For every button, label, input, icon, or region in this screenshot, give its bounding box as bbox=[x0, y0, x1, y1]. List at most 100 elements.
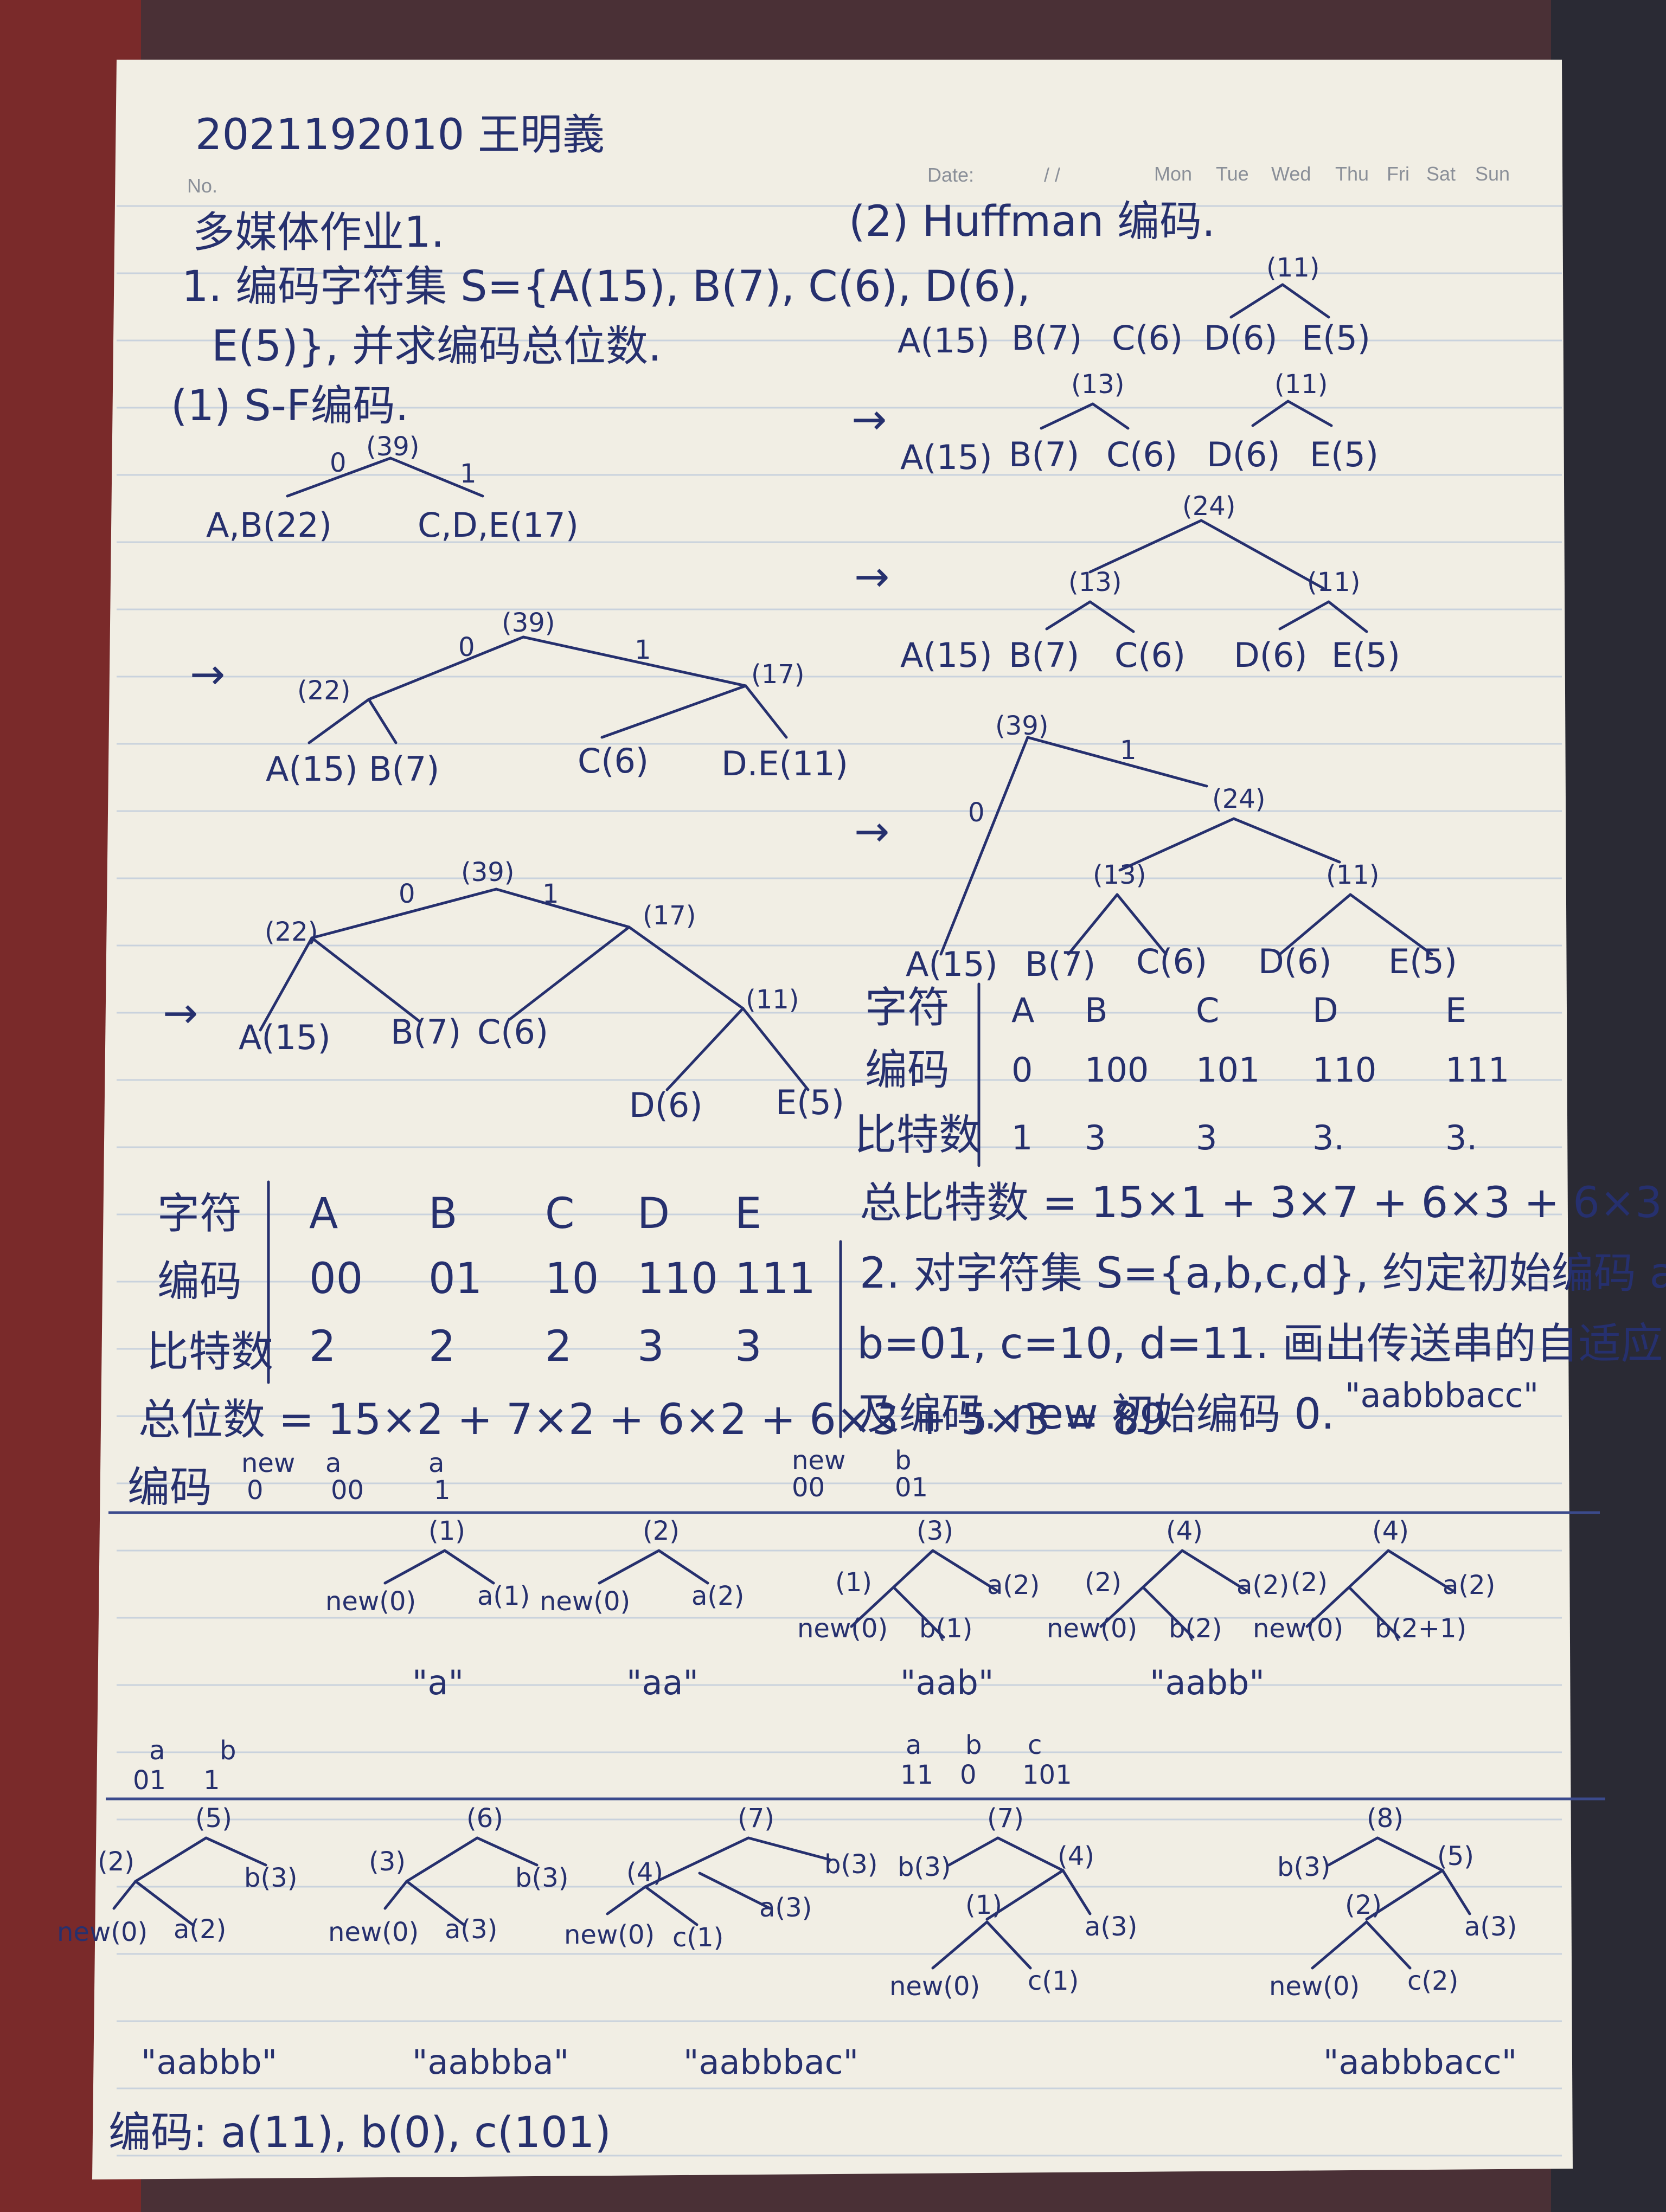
code-symbol: a bbox=[149, 1735, 165, 1766]
q1-line2: E(5)}, 并求编码总位数. bbox=[212, 322, 662, 371]
adaptive-trees-row1: (1)new(0)a(1)"a"(2)new(0)a(2)"aa"(3)(1)n… bbox=[325, 1516, 1495, 1702]
leaf-label: new(0) bbox=[328, 1917, 419, 1947]
leaf-label: A,B(22) bbox=[206, 505, 332, 545]
tree-edge bbox=[985, 1869, 1065, 1921]
leaf-label: new(0) bbox=[325, 1586, 416, 1617]
table-cell: 100 bbox=[1085, 1050, 1149, 1090]
leaf-label: E(5) bbox=[1310, 435, 1379, 474]
transmit-string: "aabbbacc" bbox=[1345, 1375, 1539, 1415]
leaf-label: a(2) bbox=[1443, 1570, 1495, 1600]
node-weight: (8) bbox=[1367, 1803, 1404, 1834]
code-symbol: new bbox=[241, 1448, 295, 1478]
leaf-label: A(15) bbox=[900, 438, 992, 477]
leaf-label: a(3) bbox=[1464, 1912, 1517, 1942]
tree-edge bbox=[134, 1880, 194, 1926]
tree-edge bbox=[405, 1836, 479, 1883]
arrow-icon: → bbox=[163, 989, 198, 1038]
row-label-code: 编码 bbox=[157, 1257, 242, 1306]
node-weight: (1) bbox=[965, 1890, 1002, 1920]
sf-tree-step3: → (39) (22) (17) (11) 0 1 A(15) B(7) C(6… bbox=[163, 857, 844, 1125]
leaf-label: a(3) bbox=[759, 1893, 812, 1923]
code-symbol: new bbox=[792, 1445, 845, 1476]
node-weight: (22) bbox=[297, 676, 351, 706]
node-weight: (11) bbox=[1266, 253, 1320, 283]
node-weight: (39) bbox=[461, 857, 515, 888]
table-cell: 01 bbox=[428, 1255, 482, 1303]
day-mon: Mon bbox=[1154, 163, 1192, 185]
leaf-label: b(1) bbox=[919, 1613, 972, 1644]
node-weight: (13) bbox=[1093, 860, 1146, 890]
table-cell: B bbox=[428, 1189, 458, 1238]
node-weight: (4) bbox=[1058, 1841, 1094, 1872]
adaptive-tree-4: (4)(2)new(0)b(2)a(2)"aabb" bbox=[1047, 1516, 1289, 1702]
tree-edge bbox=[1305, 1549, 1390, 1628]
leaf-label: new(0) bbox=[540, 1586, 630, 1617]
code-value: 101 bbox=[1022, 1760, 1072, 1790]
tree-edge bbox=[1327, 1836, 1379, 1867]
node-weight: (2) bbox=[1345, 1890, 1382, 1920]
node-weight: (1) bbox=[835, 1567, 872, 1598]
leaf-label: C,D,E(17) bbox=[418, 505, 579, 545]
tree-edge bbox=[606, 1885, 647, 1915]
q1-line1: 1. 编码字符集 S={A(15), B(7), C(6), D(6), bbox=[182, 262, 1030, 311]
leaf-label: c(1) bbox=[672, 1922, 723, 1953]
leaf-label: E(5) bbox=[1331, 635, 1400, 675]
node-weight: (3) bbox=[369, 1847, 406, 1877]
leaf-label: a(3) bbox=[1085, 1912, 1137, 1942]
leaf-label: b(2+1) bbox=[1375, 1613, 1466, 1644]
leaf-label: b(3) bbox=[898, 1852, 951, 1882]
node-weight: (39) bbox=[502, 608, 555, 638]
row-label-code: 编码 bbox=[865, 1046, 950, 1095]
leaf-label: c(1) bbox=[1028, 1966, 1079, 1996]
tree-edge bbox=[698, 1872, 772, 1910]
leaf-label: D(6) bbox=[1258, 942, 1332, 981]
table-cell: 110 bbox=[637, 1255, 718, 1303]
row-label-char: 字符 bbox=[865, 983, 950, 1032]
table-cell: C bbox=[545, 1189, 574, 1238]
table-cell: 101 bbox=[1196, 1050, 1260, 1090]
table-cell: 3 bbox=[1196, 1118, 1217, 1158]
node-weight: (2) bbox=[1085, 1567, 1122, 1598]
leaf-label: new(0) bbox=[1047, 1613, 1137, 1644]
node-weight: (11) bbox=[1307, 567, 1361, 597]
leaf-label: new(0) bbox=[797, 1613, 888, 1644]
q2-line3: 及编码. new 初始编码 0. bbox=[857, 1390, 1335, 1439]
tree-caption: "aabb" bbox=[1150, 1663, 1265, 1702]
table-cell: 111 bbox=[1445, 1050, 1509, 1090]
node-weight: (4) bbox=[626, 1857, 663, 1888]
node-weight: (4) bbox=[1166, 1516, 1203, 1546]
code-value: 00 bbox=[331, 1475, 364, 1506]
leaf-label: B(7) bbox=[1011, 318, 1082, 358]
date-slashes: / / bbox=[1044, 164, 1060, 186]
leaf-label: new(0) bbox=[57, 1917, 148, 1947]
day-fri: Fri bbox=[1387, 163, 1409, 185]
leaf-label: D(6) bbox=[1204, 318, 1278, 358]
huffman-tree-step4: → (39) (24) (13) (11) 0 1 A(15) B(7) C(6… bbox=[854, 711, 1457, 984]
node-weight: (7) bbox=[987, 1803, 1024, 1834]
ruled-lines bbox=[117, 205, 1562, 2157]
tree-edge bbox=[443, 1549, 495, 1585]
adaptive-trees-row2: (5)(2)new(0)a(2)b(3)"aabbb" (6) (3) new(0) a… bbox=[57, 1803, 1517, 2082]
adaptive-tree-6: (5)(2)new(0)a(2)b(3)"aabbb" bbox=[57, 1803, 297, 2082]
node-weight: (24) bbox=[1182, 491, 1236, 522]
adaptive-tree-1: (1)new(0)a(1)"a" bbox=[325, 1516, 530, 1702]
node-weight: (11) bbox=[1326, 860, 1380, 890]
tree-edge bbox=[1143, 1587, 1195, 1639]
day-sun: Sun bbox=[1475, 163, 1510, 185]
node-weight: (5) bbox=[1437, 1841, 1474, 1872]
huffman-heading: (2) Huffman 编码. bbox=[849, 197, 1215, 246]
code-symbol: b bbox=[895, 1445, 911, 1476]
node-weight: (6) bbox=[466, 1803, 503, 1834]
branch-0-label: 0 bbox=[458, 632, 475, 663]
node-weight: (7) bbox=[738, 1803, 774, 1834]
tree-edge bbox=[850, 1549, 934, 1628]
sf-heading: (1) S-F编码. bbox=[171, 382, 409, 430]
code-value: 00 bbox=[792, 1472, 825, 1503]
code-value: 0 bbox=[247, 1475, 264, 1506]
code-symbol: b bbox=[220, 1735, 236, 1766]
handwritten-student-id: 2021192010 王明義 bbox=[195, 111, 605, 159]
tree-caption: "aabbba" bbox=[412, 2042, 569, 2082]
leaf-label: C(6) bbox=[1136, 942, 1207, 981]
leaf-label: A(15) bbox=[266, 749, 358, 789]
node-weight: (11) bbox=[746, 985, 799, 1015]
